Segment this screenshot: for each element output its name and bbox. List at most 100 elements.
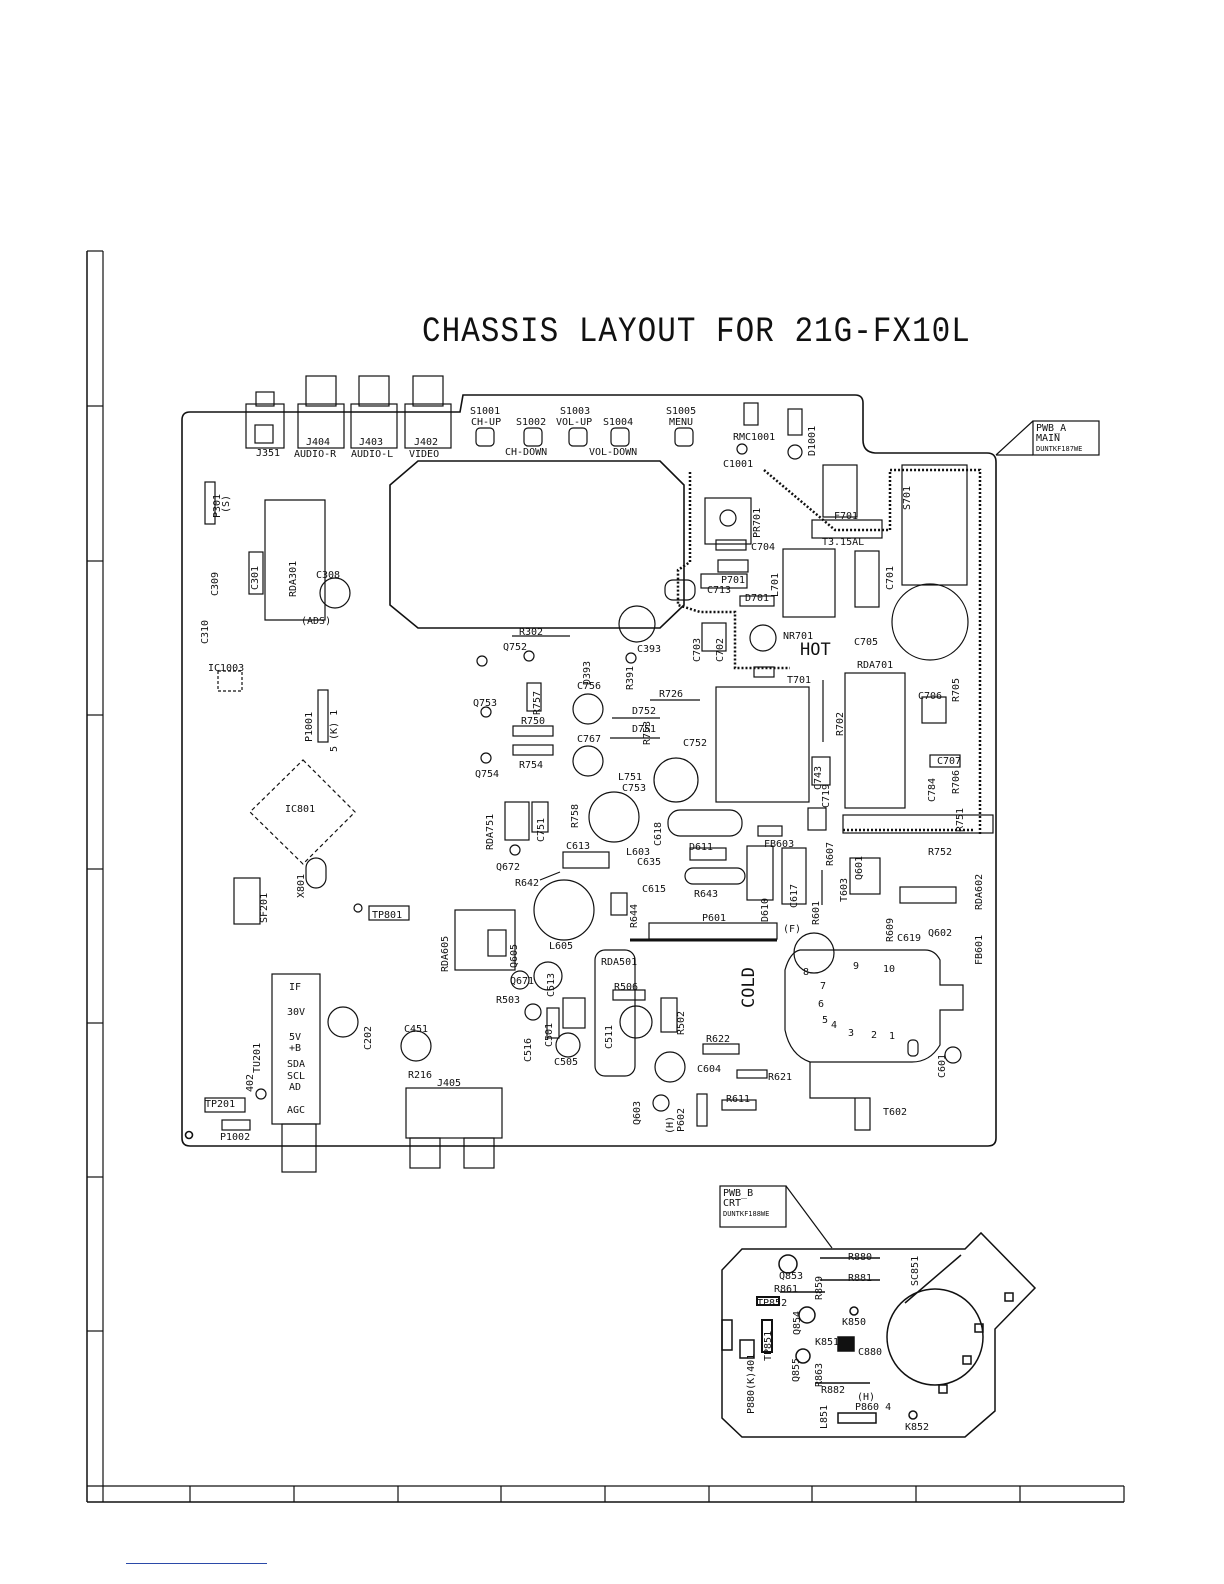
component-label-146: P860 4 — [855, 1402, 892, 1413]
component-label-102: C301 — [250, 565, 261, 590]
component-label-45: R302 — [519, 627, 544, 638]
component-label-123: P1002 — [220, 1132, 251, 1143]
page-frame — [86, 250, 1125, 1503]
component-label-133: R861 — [774, 1284, 799, 1295]
component-label-76: R644 — [629, 903, 640, 928]
component-label-74: R643 — [694, 889, 719, 900]
component-label-34: R601 — [811, 900, 822, 925]
footer-link-underline — [126, 1563, 267, 1564]
page-title: CHASSIS LAYOUT FOR 21G-FX10L — [422, 312, 971, 353]
component-label-41: P601 — [702, 913, 727, 924]
component-label-116: SDA — [287, 1059, 306, 1070]
component-label-42: (F) — [783, 924, 802, 935]
switch-label-8: S1005 — [666, 406, 697, 417]
connector-label-6: VIDEO — [409, 449, 440, 460]
component-label-98: (S) — [221, 494, 232, 513]
component-label-38: C619 — [897, 933, 922, 944]
component-label-1: D1001 — [807, 425, 818, 456]
component-label-4: F701 — [834, 511, 859, 522]
component-label-24: C784 — [927, 777, 938, 802]
component-label-36: D610 — [760, 897, 771, 922]
connector-label-2: AUDIO-R — [294, 449, 337, 460]
component-label-126: R216 — [408, 1070, 433, 1081]
component-label-138: K851 — [815, 1337, 840, 1348]
component-label-65: C751 — [536, 817, 547, 842]
component-label-119: AGC — [287, 1105, 306, 1116]
component-label-118: AD — [289, 1082, 302, 1093]
pin-number-6: 4 — [831, 1020, 838, 1031]
component-label-70: L603 — [626, 847, 651, 858]
switch-label-9: MENU — [669, 417, 694, 428]
signal-components — [204, 481, 824, 1173]
component-label-105: IC1003 — [208, 663, 245, 674]
component-label-84: R506 — [614, 982, 639, 993]
pwb-b-outline — [721, 1231, 1037, 1438]
component-label-121: 402 — [245, 1073, 256, 1092]
component-label-66: R758 — [570, 803, 581, 828]
component-label-131: R881 — [848, 1273, 873, 1284]
component-label-29: FB603 — [764, 839, 795, 850]
component-label-52: C756 — [577, 681, 602, 692]
switch-label-6: S1004 — [603, 417, 634, 428]
power-components — [454, 464, 994, 1131]
component-label-28: R752 — [928, 847, 953, 858]
component-label-117: SCL — [287, 1071, 306, 1082]
component-label-60: R754 — [519, 760, 544, 771]
component-label-54: D752 — [632, 706, 657, 717]
component-label-83: R503 — [496, 995, 521, 1006]
component-label-55: R750 — [521, 716, 546, 727]
component-label-81: C513 — [546, 972, 557, 997]
component-label-50: Q753 — [473, 698, 498, 709]
component-label-57: R753 — [642, 720, 653, 745]
component-label-137: TP851 — [763, 1330, 774, 1361]
component-label-135: TP852 — [757, 1298, 788, 1309]
pin-number-9: 1 — [889, 1031, 896, 1042]
component-label-8: L701 — [770, 572, 781, 597]
pin-number-5: 5 — [822, 1015, 829, 1026]
component-label-134: SC851 — [910, 1255, 921, 1286]
component-label-3: S701 — [902, 485, 913, 510]
component-label-142: R882 — [821, 1385, 846, 1396]
component-label-90: R622 — [706, 1034, 731, 1045]
component-label-109: X801 — [296, 873, 307, 898]
component-label-120: TU201 — [252, 1042, 263, 1073]
connector-label-0: J351 — [256, 448, 281, 459]
component-label-31: Q601 — [854, 855, 865, 880]
component-label-115: +B — [289, 1043, 302, 1054]
component-label-69: C613 — [566, 841, 591, 852]
component-label-94: Q603 — [632, 1100, 643, 1125]
pin-number-7: 3 — [848, 1028, 855, 1039]
component-label-141: R863 — [814, 1362, 825, 1387]
component-label-19: R705 — [951, 677, 962, 702]
component-label-100: C309 — [210, 571, 221, 596]
component-label-113: 30V — [287, 1007, 306, 1018]
component-label-0: RMC1001 — [733, 432, 776, 443]
tact-switches — [475, 402, 803, 460]
component-label-143: (H) — [857, 1392, 876, 1403]
component-label-10: P701 — [721, 575, 746, 586]
component-label-18: T701 — [787, 675, 812, 686]
connector-label-5: J402 — [414, 437, 439, 448]
pin-number-3: 7 — [820, 981, 827, 992]
connector-label-3: J403 — [359, 437, 384, 448]
pin-number-2: 10 — [883, 964, 896, 975]
switch-label-4: S1003 — [560, 406, 591, 417]
pin-number-1: 9 — [853, 961, 860, 972]
component-label-39: Q602 — [928, 928, 953, 939]
component-label-5: T3.15AL — [822, 537, 865, 548]
pwb-b-tag-frame — [719, 1185, 833, 1249]
component-label-33: T603 — [839, 877, 850, 902]
component-label-103: C310 — [200, 619, 211, 644]
component-label-112: IF — [289, 982, 302, 993]
component-label-124: C202 — [363, 1025, 374, 1050]
zone-label-0: HOT — [800, 640, 831, 660]
component-label-99: RDA301 — [288, 560, 299, 597]
pin-number-0: 8 — [803, 967, 810, 978]
component-label-73: R642 — [515, 878, 540, 889]
component-label-114: 5V — [289, 1032, 302, 1043]
component-label-108: IC801 — [285, 804, 316, 815]
component-label-110: SF201 — [259, 892, 270, 923]
component-label-51: R757 — [532, 690, 543, 715]
